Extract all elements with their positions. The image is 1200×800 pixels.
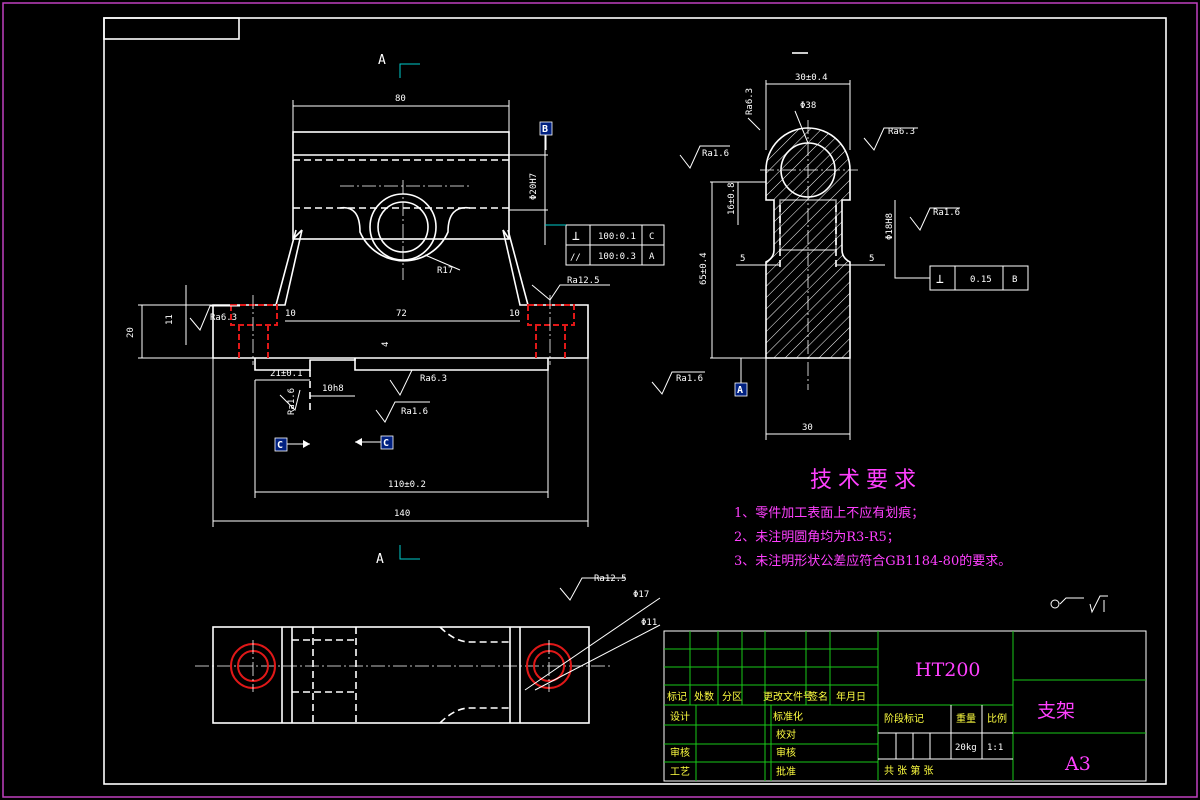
tolerance-frame-2: // 100:0.3 A xyxy=(565,244,665,266)
part-name: 支架 xyxy=(1037,700,1075,722)
top-d17: Φ17 xyxy=(633,590,649,600)
side-dim-right5: 5 xyxy=(869,254,874,264)
top-view-outline xyxy=(212,626,590,724)
sheet-size: A3 xyxy=(1064,753,1091,775)
dim-radius: R17 xyxy=(437,266,453,276)
svg-text:⊥: ⊥ xyxy=(936,272,944,287)
svg-text:C: C xyxy=(383,438,389,449)
material: HT200 xyxy=(915,659,981,681)
svg-text://: // xyxy=(570,253,581,263)
dim-overall-140: 140 xyxy=(394,509,410,519)
svg-text:100:0.3: 100:0.3 xyxy=(598,252,636,262)
side-dim-bottom: 30 xyxy=(802,423,813,433)
tech-title: 技术要求 xyxy=(810,468,923,493)
front-ra-1: Ra12.5 xyxy=(567,276,600,286)
tech-item-2: 2、未注明圆角均为R3-R5； xyxy=(734,530,900,545)
title-block: HT200 支架 A3 标记 处数 分区 更改文件号 签名 年月日 设计 审核 … xyxy=(663,630,1147,782)
svg-text:年月日: 年月日 xyxy=(836,690,866,703)
svg-text:C: C xyxy=(649,232,654,242)
side-ra-2: Ra6.3 xyxy=(888,127,915,137)
svg-text:比例: 比例 xyxy=(987,712,1007,725)
svg-text:分区: 分区 xyxy=(722,691,742,703)
top-block xyxy=(292,131,510,240)
side-dim-height: 65±0.4 xyxy=(699,252,709,285)
svg-text:⊥: ⊥ xyxy=(572,229,580,244)
side-dim-bore: Φ38 xyxy=(800,101,816,111)
svg-text:阶段标记: 阶段标记 xyxy=(884,712,924,725)
svg-text:B: B xyxy=(542,124,548,135)
front-ra-2: Ra6.3 xyxy=(210,313,237,323)
weight: 20kg xyxy=(955,743,977,753)
front-ra-5: Ra1.6 xyxy=(401,407,428,417)
svg-text:A: A xyxy=(649,252,655,262)
svg-text:设计: 设计 xyxy=(670,710,690,723)
svg-text:校对: 校对 xyxy=(776,728,796,741)
code-box xyxy=(103,17,240,40)
dim-right-pad: 10 xyxy=(509,309,520,319)
svg-text:审核: 审核 xyxy=(670,746,690,759)
roughness-note xyxy=(1050,595,1108,614)
side-ra-1: Ra6.3 xyxy=(745,88,755,115)
side-dim-small: 16±0.8 xyxy=(727,182,737,215)
dim-bore: Φ20H7 xyxy=(529,173,539,200)
dim-mid-span: 72 xyxy=(396,309,407,319)
dim-top-width: 80 xyxy=(395,94,406,104)
svg-text:C: C xyxy=(277,440,283,451)
svg-text:B: B xyxy=(1012,275,1017,285)
svg-text:标记: 标记 xyxy=(667,691,687,703)
top-d11: Φ11 xyxy=(641,618,657,628)
svg-text:批准: 批准 xyxy=(776,765,796,778)
dim-left-pad: 10 xyxy=(285,309,296,319)
front-view: A 80 xyxy=(126,53,610,567)
scale: 1:1 xyxy=(987,743,1003,753)
svg-text:更改文件号: 更改文件号 xyxy=(763,690,813,703)
svg-text:0.15: 0.15 xyxy=(970,275,992,285)
top-view: Ra12.5 Φ17 Φ11 xyxy=(195,574,661,724)
dim-span-110: 110±0.2 xyxy=(388,480,426,490)
svg-text:A: A xyxy=(737,385,743,396)
tolerance-frame-1: ⊥ 100:0.1 C xyxy=(565,224,665,246)
side-view: 30±0.4 Φ38 65±0.4 16±0.8 5 5 Φ18H8 30 Ra… xyxy=(651,73,960,440)
top-ra: Ra12.5 xyxy=(594,574,627,584)
svg-text:审核: 审核 xyxy=(776,746,796,759)
svg-text:处数: 处数 xyxy=(694,690,714,703)
dim-slot-h: 10h8 xyxy=(322,384,344,394)
svg-text:标准化: 标准化 xyxy=(773,710,803,723)
side-ra-4: Ra1.6 xyxy=(933,208,960,218)
side-dim-left5: 5 xyxy=(740,254,745,264)
side-ra-3: Ra1.6 xyxy=(702,149,729,159)
tolerance-frame-3: ⊥ 0.15 B xyxy=(894,255,1029,291)
section-mark-top: A xyxy=(378,53,386,68)
inner-border xyxy=(103,17,1167,785)
dim-depth-4: 4 xyxy=(381,342,391,347)
dim-height-11: 11 xyxy=(165,314,175,325)
dim-slot-w: 21±0.1 xyxy=(270,369,303,379)
svg-text:共 张 第 张: 共 张 第 张 xyxy=(884,764,934,777)
side-ra-5: Ra1.6 xyxy=(676,374,703,384)
side-dim-top: 30±0.4 xyxy=(795,73,828,83)
side-dim-phi18: Φ18H8 xyxy=(885,213,895,240)
svg-text:工艺: 工艺 xyxy=(670,766,690,778)
tech-item-3: 3、未注明形状公差应符合GB1184-80的要求。 xyxy=(734,554,1012,569)
tech-requirements: 技术要求 1、零件加工表面上不应有划痕； 2、未注明圆角均为R3-R5； 3、未… xyxy=(734,462,1074,574)
front-ra-3: Ra6.3 xyxy=(420,374,447,384)
tech-item-1: 1、零件加工表面上不应有划痕； xyxy=(734,506,925,521)
front-ra-4: Ra1.6 xyxy=(287,388,297,415)
svg-text:重量: 重量 xyxy=(956,712,976,725)
svg-text:签名: 签名 xyxy=(808,690,828,703)
section-mark-bottom: A xyxy=(376,552,384,567)
svg-text:100:0.1: 100:0.1 xyxy=(598,232,636,242)
dim-height-20: 20 xyxy=(126,327,136,338)
